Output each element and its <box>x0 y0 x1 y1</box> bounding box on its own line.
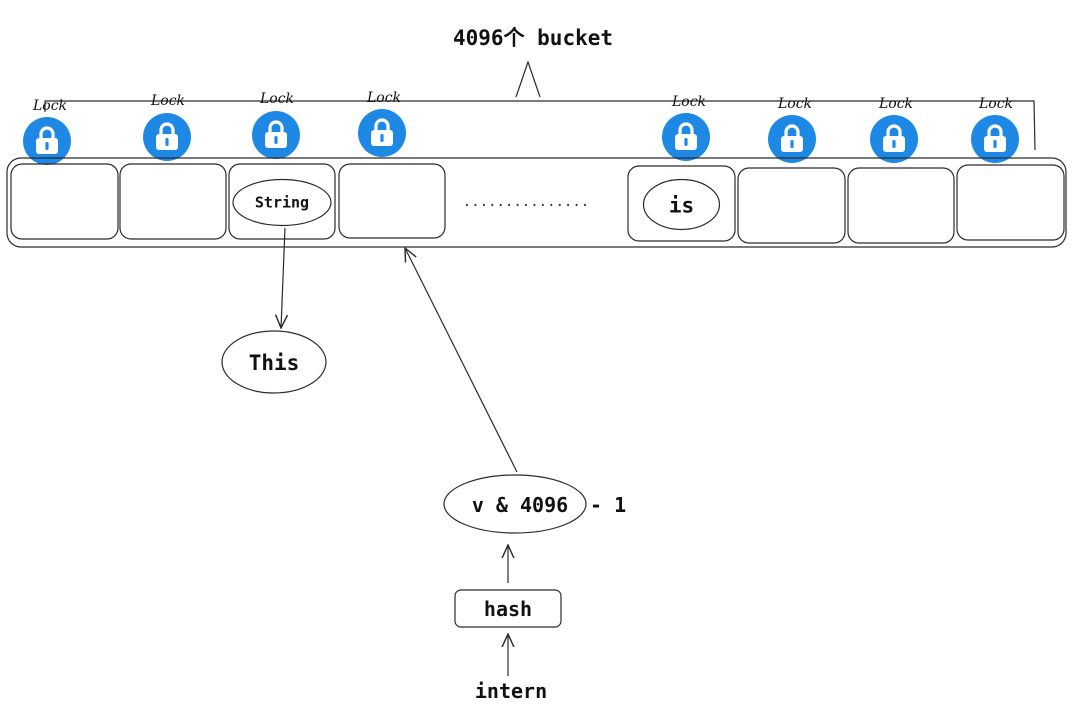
lock-icon: Lock <box>870 96 918 163</box>
bucket-entry-label: String <box>255 194 309 212</box>
bucket-slot <box>338 163 446 239</box>
mask-suffix: - 1 <box>590 493 626 517</box>
lock-icon: Lock <box>23 98 71 165</box>
lock-label: Lock <box>777 96 812 112</box>
bucket-array <box>6 157 1067 248</box>
hash-label: hash <box>484 597 532 621</box>
mask-node: v & 4096 - 1 <box>443 474 626 534</box>
lock-icon: Lock <box>143 93 191 161</box>
bucket-slot <box>737 167 846 244</box>
hash-node: hash <box>454 589 562 628</box>
bucket-slot <box>10 163 119 240</box>
lock-label: Lock <box>671 94 706 110</box>
bucket-entry-ellipse <box>642 178 721 231</box>
chain-arrow <box>281 227 285 328</box>
chain-node-label: This <box>249 351 300 375</box>
lock-label: Lock <box>878 96 913 112</box>
lock-label: Lock <box>32 98 67 114</box>
lock-label: Lock <box>978 96 1013 112</box>
bucket-slot: is <box>627 165 736 242</box>
bucket-entry-label: is <box>669 194 694 218</box>
bucket-slot <box>956 164 1065 241</box>
lock-label: Lock <box>259 91 294 107</box>
lock-icon: Lock <box>358 90 406 157</box>
diagram-title: 4096个 bucket <box>453 26 613 50</box>
bucket-row: String is <box>10 163 1065 244</box>
chain-node-this: This <box>221 330 327 394</box>
lock-icon: Lock <box>971 96 1019 163</box>
bucket-range-bracket <box>44 60 1036 151</box>
lock-icon: Lock <box>768 96 816 163</box>
bucket-entry-ellipse <box>232 178 332 227</box>
index-arrow <box>405 248 518 473</box>
intern-label: intern <box>475 679 547 703</box>
mask-label: v & 4096 <box>472 493 568 517</box>
lock-icon: Lock <box>252 91 300 159</box>
bucket-slot: String <box>228 163 336 240</box>
bucket-slot <box>847 167 955 244</box>
lock-icon: Lock <box>662 94 710 161</box>
bucket-slot <box>119 163 227 240</box>
lock-label: Lock <box>150 93 185 109</box>
ellipsis: ··············· <box>463 198 589 214</box>
lock-label: Lock <box>366 90 401 106</box>
